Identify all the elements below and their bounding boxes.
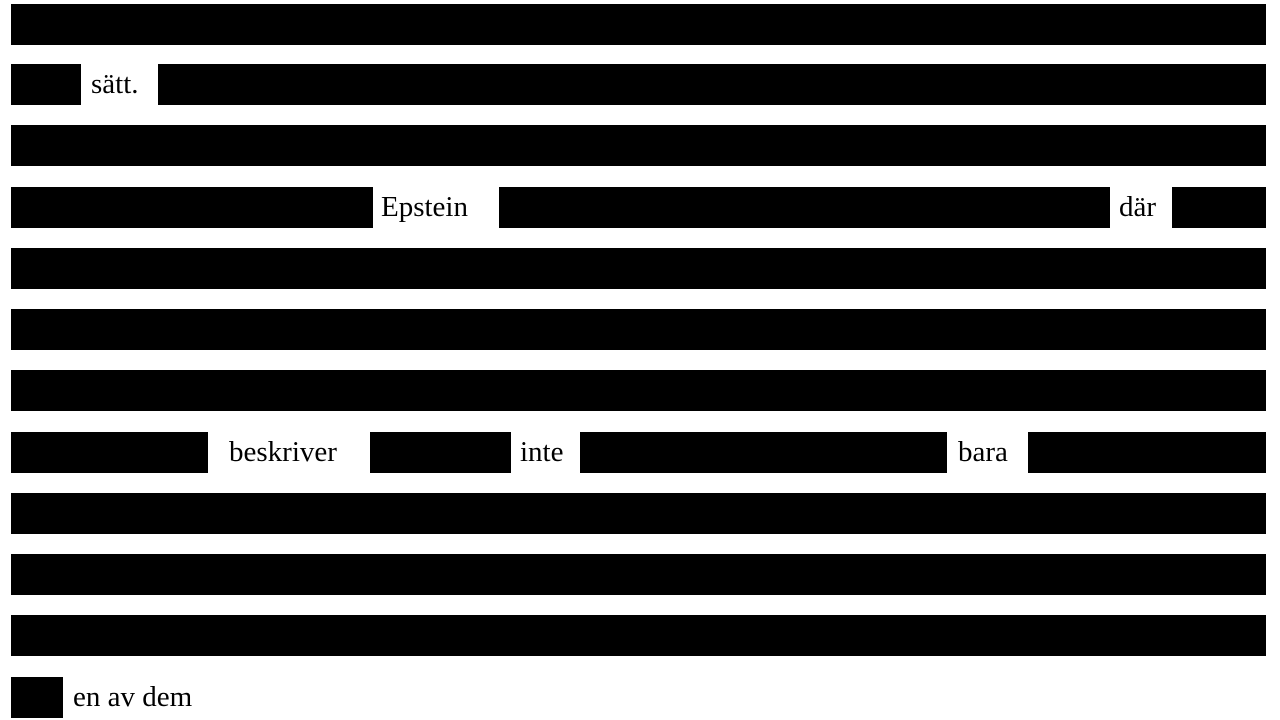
- document-line-3: [11, 125, 1266, 166]
- redaction-bar: [11, 4, 1266, 45]
- document-line-10: [11, 554, 1266, 595]
- document-line-2: sätt.: [11, 64, 1266, 105]
- redaction-bar: [158, 64, 1266, 105]
- document-line-8: beskriver inte bara: [11, 432, 1266, 473]
- redaction-bar: [11, 125, 1266, 166]
- document-line-5: [11, 248, 1266, 289]
- redaction-bar: [11, 677, 63, 718]
- document-line-7: [11, 370, 1266, 411]
- document-line-6: [11, 309, 1266, 350]
- redaction-bar: [11, 187, 373, 228]
- redaction-bar: [11, 432, 208, 473]
- redaction-bar: [1172, 187, 1266, 228]
- document-line-1: [11, 4, 1266, 45]
- redaction-bar: [11, 64, 81, 105]
- redaction-bar: [11, 615, 1266, 656]
- visible-word: där: [1119, 191, 1157, 223]
- visible-word: Epstein: [381, 191, 468, 223]
- redaction-bar: [11, 248, 1266, 289]
- document-line-11: [11, 615, 1266, 656]
- visible-word: bara: [958, 436, 1008, 468]
- redaction-bar: [11, 554, 1266, 595]
- document-line-12: en av dem: [11, 677, 1266, 718]
- redaction-bar: [580, 432, 947, 473]
- document-line-4: Epstein där: [11, 187, 1266, 228]
- visible-word: beskriver: [229, 436, 337, 468]
- redaction-bar: [499, 187, 1110, 228]
- document-line-9: [11, 493, 1266, 534]
- redaction-bar: [370, 432, 511, 473]
- redaction-bar: [11, 370, 1266, 411]
- visible-word: sätt.: [91, 68, 139, 100]
- redaction-bar: [1028, 432, 1266, 473]
- redaction-bar: [11, 309, 1266, 350]
- redaction-bar: [11, 493, 1266, 534]
- visible-word: inte: [520, 436, 564, 468]
- visible-word: en av dem: [73, 681, 193, 713]
